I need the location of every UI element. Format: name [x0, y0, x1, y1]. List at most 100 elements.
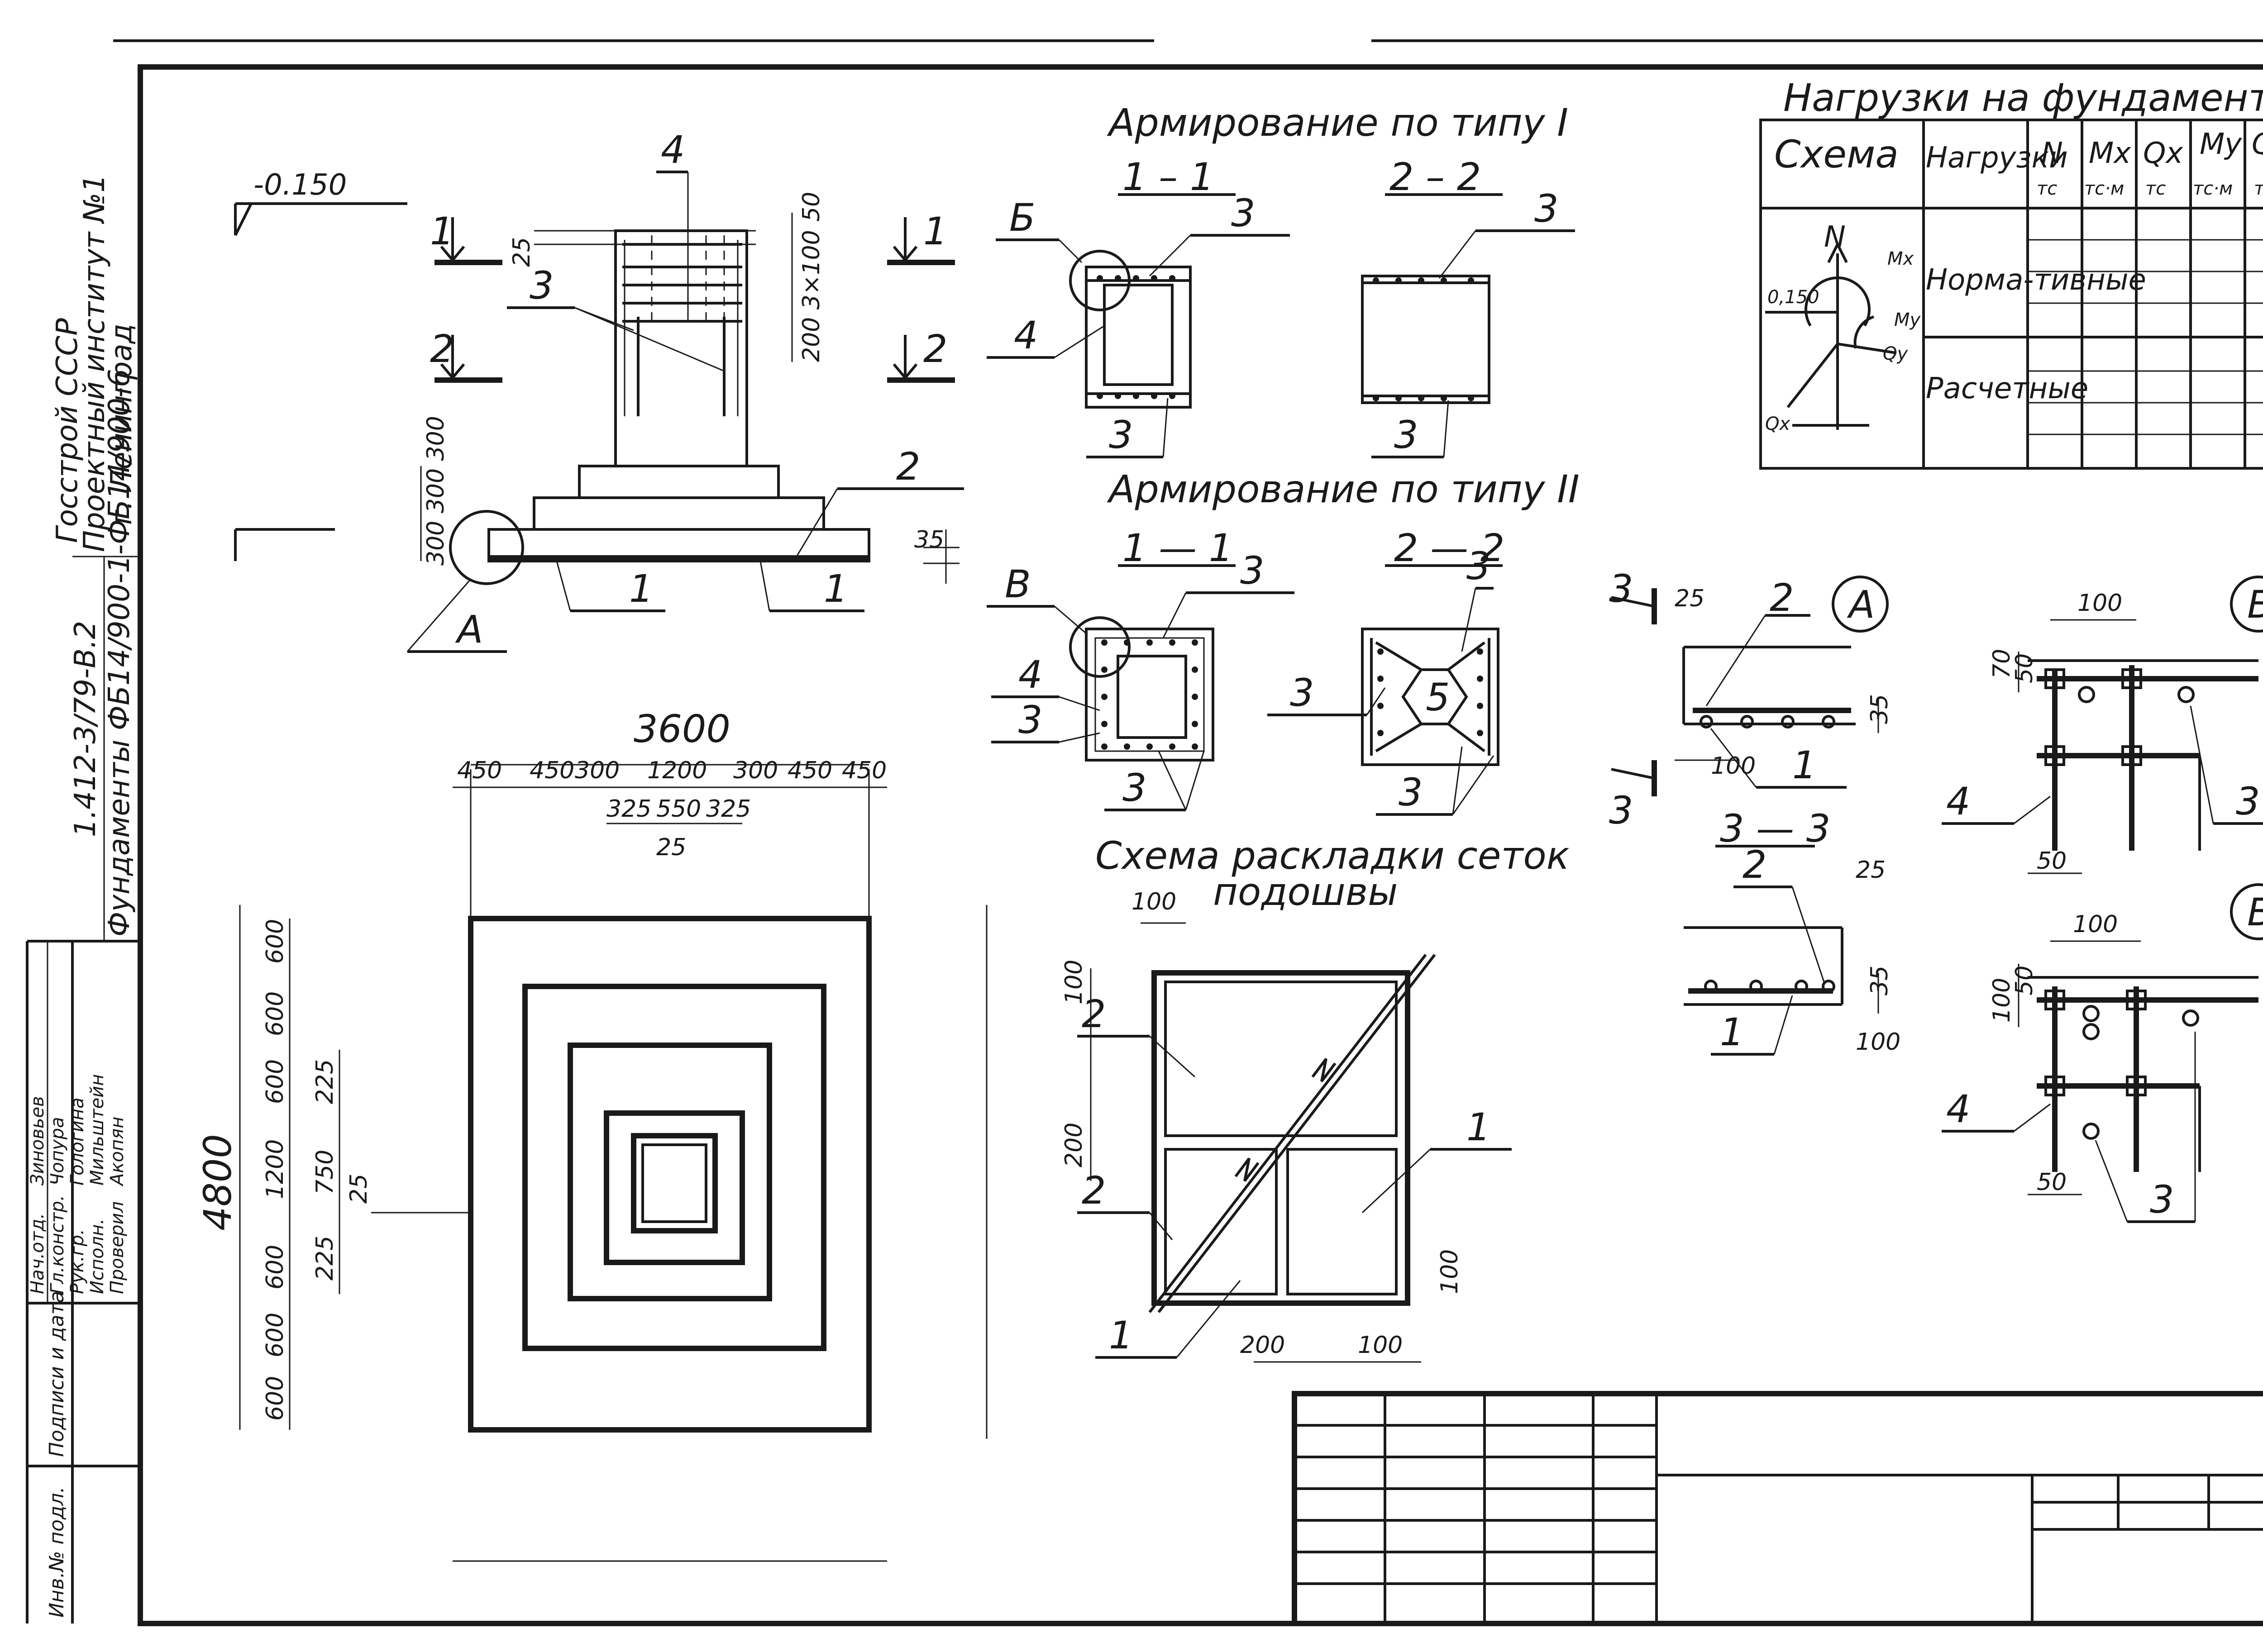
loads-header-load: Нагрузки: [1926, 141, 2068, 175]
section-mark-1-right: 1: [923, 209, 947, 253]
stamp-name-2: Чопура: [47, 1117, 68, 1185]
side-code: 1.412-3/79-В.2: [69, 621, 102, 837]
detail-V: В 100 100 50 50 4 3: [1942, 883, 2263, 1223]
loads-col-N-unit: тс: [2037, 178, 2057, 199]
detail-A-dim-25: 25: [1675, 585, 1704, 612]
side-stamp: Нач.отд. Гл.констр. Рук.гр. Исполн. Пров…: [26, 174, 140, 1623]
plan-dim-top-3: 300: [575, 757, 620, 784]
detail-A-mark: 3: [1609, 567, 1633, 611]
plan-left-dims: 600 600 600 1200 600 600 600: [262, 919, 289, 1421]
section-mark-1-left: 1: [430, 209, 454, 253]
detail-A-label-2: 2: [1770, 576, 1794, 620]
stamp-name-4: Мильштейн: [87, 1074, 108, 1185]
section-marks: 1 1 2 2: [430, 209, 955, 383]
type2-section-22: 2 — 2: [1394, 526, 1504, 570]
loads-table: Нагрузки на фундамент Схема Нагрузки N т…: [1759, 76, 2263, 470]
detail-V-dim-50b: 50: [2037, 1169, 2067, 1196]
section-33-title: 3 — 3: [1720, 806, 1830, 851]
detail-B: Б 100 70 50 50 4 3: [1942, 576, 2263, 875]
side-org-2: Проектный институт №1: [78, 174, 111, 552]
detail-B-title: Б: [2247, 582, 2263, 627]
plan-dim-top-1: 450: [457, 757, 502, 784]
plan-dim-inner-3: 325: [706, 795, 751, 823]
plan-dim-left-2: 600: [262, 991, 289, 1036]
type1-section-22: 2 – 2: [1389, 155, 1481, 199]
type2-label-3b: 3: [1018, 698, 1042, 742]
sheet-frame: 67: [113, 39, 2263, 1626]
loads-header-scheme: Схема: [1774, 132, 1899, 176]
detail-A: А 3 2 1 25 35 100 3: [1609, 567, 1893, 833]
detail-V-dim-100: 100: [2073, 911, 2118, 938]
elevation-callout-1b: 1: [824, 567, 848, 611]
foundation-elevation: -0.150: [234, 128, 964, 653]
mesh-dim-200-left: 200: [1060, 1123, 1088, 1167]
detail-B-dim-70: 70: [1988, 649, 2015, 679]
reinforcement-type-1: Армирование по типу I 1 – 1 2 – 2 Б 3 4 …: [987, 100, 1575, 458]
type1-label-3a: 3: [1231, 191, 1255, 235]
detail-A-label-1: 1: [1792, 743, 1816, 787]
stamp-name-3: Гологина: [67, 1098, 88, 1185]
detail-B-dim-100: 100: [2077, 590, 2122, 617]
loads-col-Mx: Mx: [2089, 137, 2131, 170]
loads-scheme-sketch: N Mx My Qy Qx 0,150: [1765, 220, 1921, 434]
plan-dim-top-4: 1200: [647, 757, 707, 784]
loads-col-Qx-unit: тс: [2145, 178, 2166, 199]
type2-label-4: 4: [1018, 652, 1042, 697]
type2-label-3a: 3: [1240, 548, 1264, 593]
plan-dim-left-4: 1200: [262, 1139, 289, 1199]
plan-total-width: 3600: [634, 707, 730, 751]
elevation-callout-1a: 1: [629, 567, 653, 611]
detail-A-title: А: [1847, 582, 1875, 627]
detail-V-label-3: 3: [2150, 1177, 2174, 1222]
stamp-name-1: Зиновьев: [27, 1096, 48, 1185]
type1-label-3b: 3: [1109, 413, 1133, 457]
loads-col-Qy: Qy: [2252, 128, 2263, 161]
plan-dim-left-3: 600: [262, 1059, 289, 1104]
mesh-dim-100-top: 100: [1132, 888, 1176, 915]
detail-B-dim-50b: 50: [2037, 847, 2067, 875]
dim-steps: 300 300 300: [422, 416, 449, 566]
scheme-N: N: [1824, 220, 1846, 254]
plan-dim-left-inner-1: 225: [311, 1059, 339, 1104]
detail-A-dim-100: 100: [1711, 752, 1756, 780]
mesh-dim-100-bot: 100: [1358, 1332, 1403, 1359]
elevation-callout-A: А: [455, 607, 483, 652]
scheme-Qy: Qy: [1883, 343, 1908, 364]
detail-A-dim-35: 35: [1866, 694, 1893, 724]
stamp-role-5: Проверил: [107, 1201, 128, 1294]
section-33-label-2: 2: [1743, 843, 1766, 887]
plan-dim-inner-2: 550: [656, 795, 701, 823]
type1-section-11: 1 – 1: [1122, 155, 1214, 199]
loads-col-My: My: [2200, 128, 2242, 161]
title-block: [1292, 1391, 2263, 1626]
loads-col-Mx-unit: тс·м: [2084, 178, 2124, 199]
scheme-Qx: Qx: [1765, 414, 1790, 434]
mesh-scheme: Схема раскладки сеток подошвы 100 100 20…: [1060, 833, 1570, 1363]
detail-B-label-4: 4: [1946, 779, 1970, 824]
plan-dim-inner-1: 325: [606, 795, 651, 823]
plan-dim-left-1: 600: [262, 919, 289, 964]
mesh-dim-100-right: 100: [1436, 1249, 1463, 1294]
loads-col-Qy-unit: тс: [2254, 178, 2263, 199]
loads-col-N: N: [2041, 137, 2063, 170]
stamp-role-4: Исполн.: [87, 1219, 108, 1294]
mesh-label-2a: 2: [1082, 992, 1106, 1036]
reinforcement-type-2: Армирование по типу II 1 — 1 2 — 2 В 3 4…: [987, 467, 1580, 816]
plan-dim-top-6: 450: [788, 757, 832, 784]
type2-label-5: 5: [1426, 675, 1450, 719]
section-33-dim-25: 25: [1856, 857, 1886, 884]
mesh-title-1: Схема раскладки сеток: [1095, 833, 1570, 878]
mesh-label-1a: 1: [1466, 1105, 1490, 1149]
section-mark-2-right: 2: [923, 327, 947, 371]
mesh-title-2: подошвы: [1213, 870, 1398, 914]
type1-label-3c: 3: [1534, 186, 1558, 231]
detail-V-dim-50: 50: [2011, 966, 2038, 995]
loads-col-My-unit: тс·м: [2193, 178, 2233, 199]
type2-label-3d: 3: [1466, 544, 1490, 588]
plan-dim-top-5: 300: [733, 757, 778, 784]
detail-V-dim-100b: 100: [1988, 978, 2015, 1023]
foundation-plan: 3600 450 450 300 1200 300 450 450 325 55…: [196, 707, 988, 1562]
type2-label-3c: 3: [1122, 766, 1146, 810]
loads-col-Qx: Qx: [2143, 137, 2183, 170]
